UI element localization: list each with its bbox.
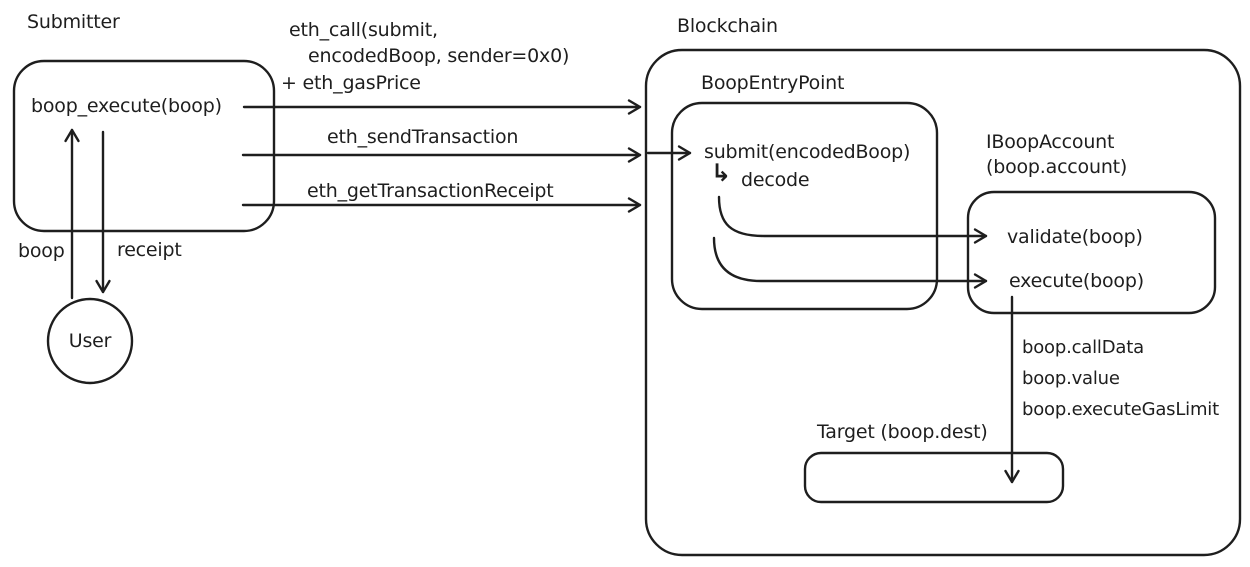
iboop-account-subtitle: (boop.account) <box>986 156 1128 178</box>
eth-get-receipt-label: eth_getTransactionReceipt <box>307 180 554 202</box>
boop-entry-point-title: BoopEntryPoint <box>701 72 845 94</box>
eth-send-transaction-label: eth_sendTransaction <box>327 126 519 148</box>
iboop-account-title: IBoopAccount <box>986 131 1115 153</box>
user-circle <box>46 297 134 385</box>
user-label: User <box>68 330 112 352</box>
blockchain-box <box>644 48 1242 557</box>
submitter-box <box>12 59 276 233</box>
boop-calldata-label: boop.callData <box>1022 337 1144 358</box>
execute-label: execute(boop) <box>1009 270 1144 292</box>
boop-execute-gas-limit-label: boop.executeGasLimit <box>1022 399 1219 420</box>
decode-to-execute-arrow <box>712 236 988 289</box>
decode-to-validate-arrow <box>717 195 988 244</box>
boop-arrow-label: boop <box>18 240 65 262</box>
blockchain-title: Blockchain <box>677 15 778 37</box>
target-title: Target (boop.dest) <box>817 421 988 443</box>
iboop-account-box <box>966 190 1217 315</box>
eth-gas-price-label: + eth_gasPrice <box>281 72 421 94</box>
decode-label: decode <box>741 169 810 191</box>
validate-label: validate(boop) <box>1007 226 1143 248</box>
boop-execute-label: boop_execute(boop) <box>31 95 222 117</box>
eth-call-label-line1: eth_call(submit, <box>289 19 438 41</box>
boop-entry-point-box <box>670 101 939 311</box>
submitter-title: Submitter <box>27 11 120 33</box>
submit-label: submit(encodedBoop) <box>704 141 911 163</box>
receipt-arrow-label: receipt <box>117 239 182 261</box>
eth-call-label-line2: encodedBoop, sender=0x0) <box>308 45 570 67</box>
target-box <box>803 451 1065 504</box>
boop-value-label: boop.value <box>1022 368 1120 389</box>
return-arrow-icon: ↳ <box>711 159 732 187</box>
